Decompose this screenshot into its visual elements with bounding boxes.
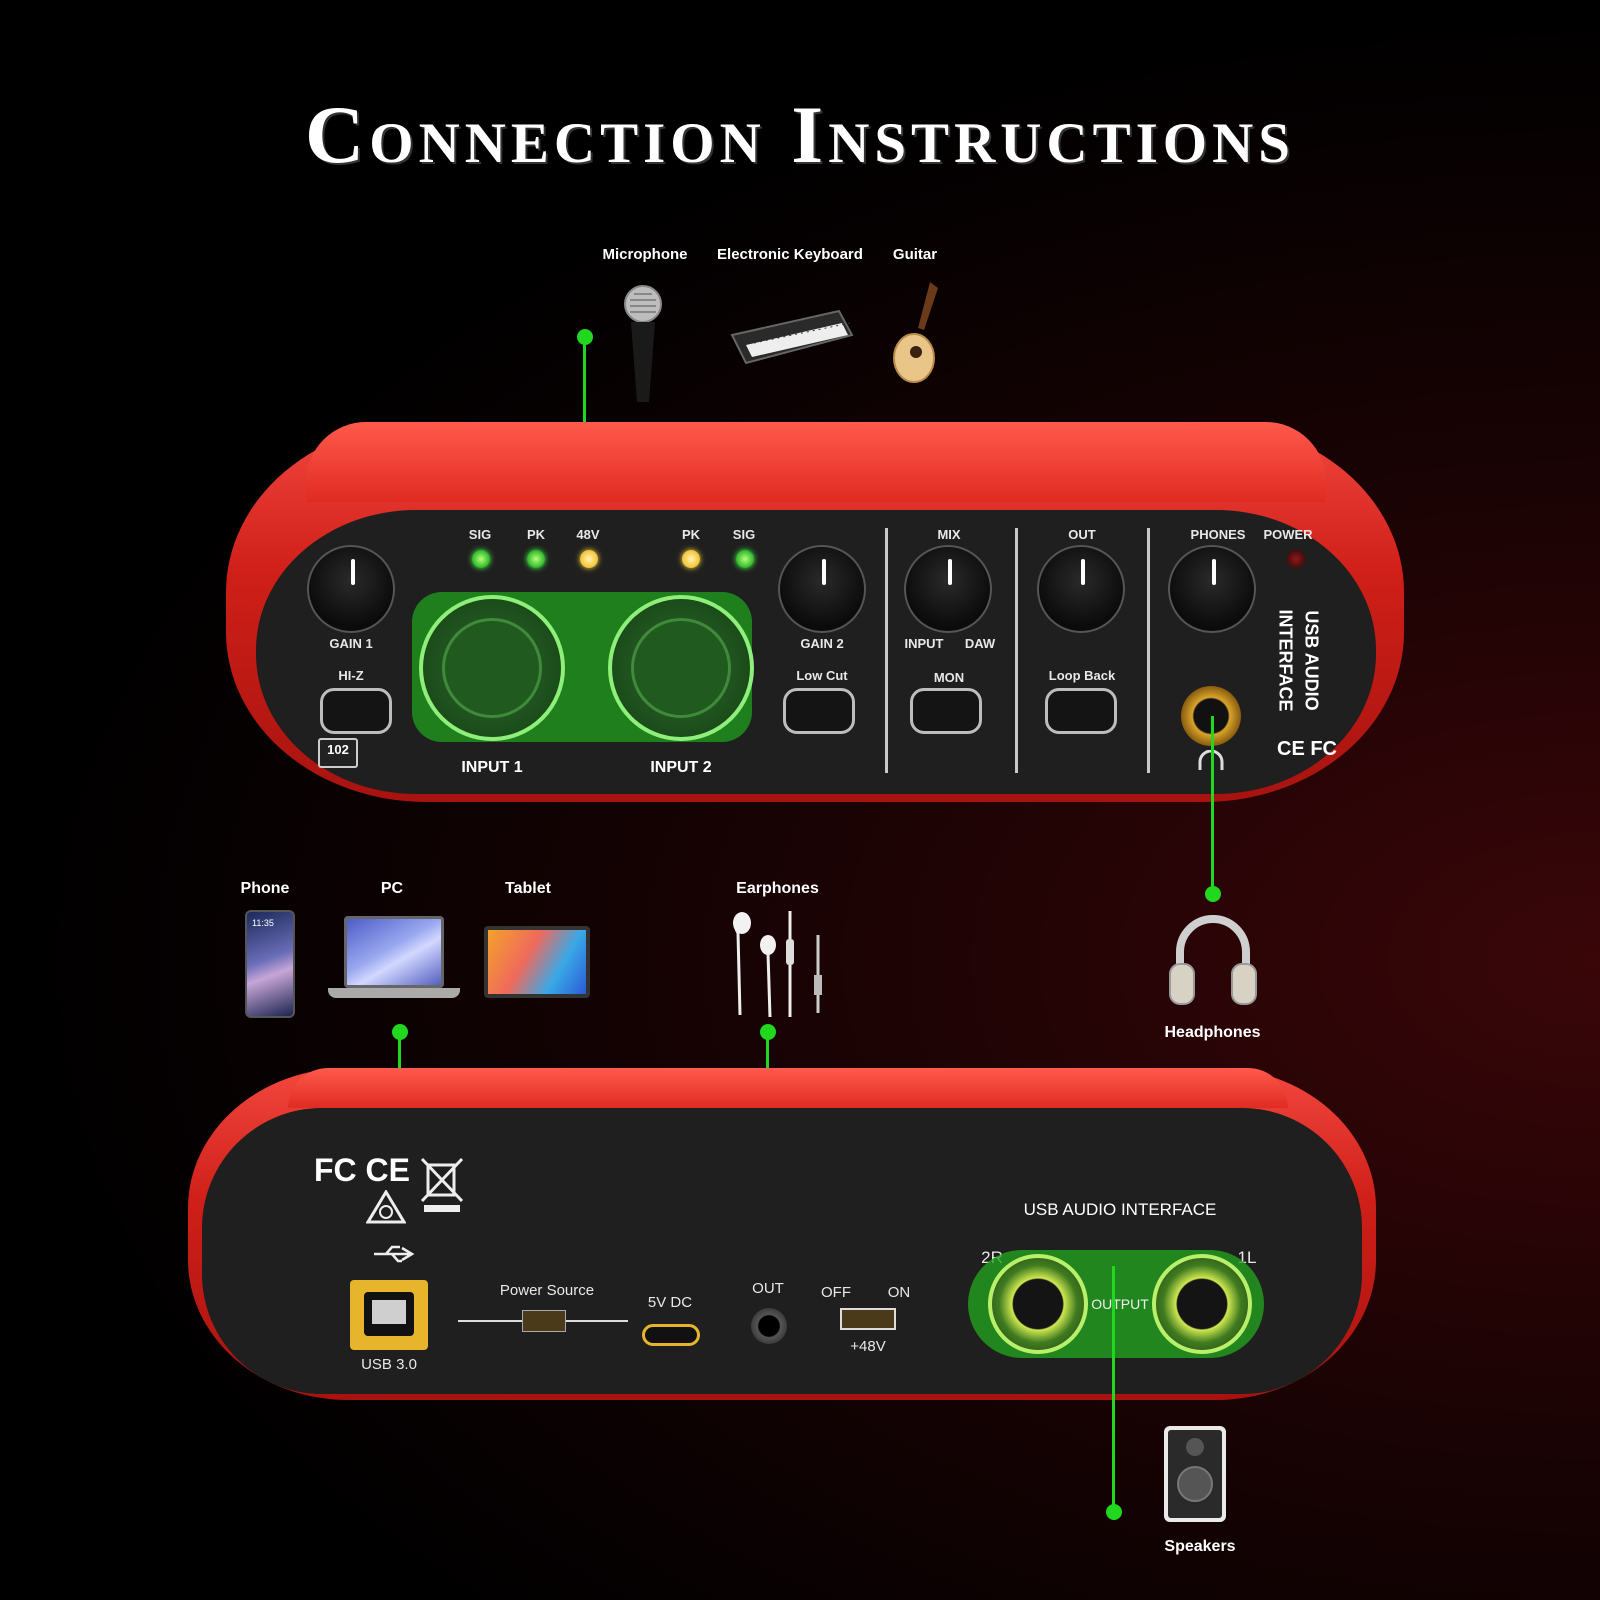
out-knob[interactable]	[1037, 545, 1125, 633]
speakers-connector-dot	[1106, 1504, 1122, 1520]
output-2r-jack[interactable]	[988, 1254, 1088, 1354]
headphones-label: Headphones	[1164, 1024, 1261, 1041]
input1-label: INPUT 1	[461, 759, 523, 776]
panel-divider-2	[1015, 528, 1018, 773]
usb-port-pins	[372, 1300, 406, 1324]
phone-icon: 11:35	[245, 910, 295, 1018]
panel-divider-1	[885, 528, 888, 773]
on-label: ON	[887, 1284, 911, 1301]
model-number: 102	[327, 742, 349, 757]
rear-out-label: OUT	[752, 1280, 784, 1297]
pk-left-led	[527, 550, 545, 568]
mix-knob[interactable]	[904, 545, 992, 633]
phones-connector-dot	[1205, 886, 1221, 902]
pk-right-label: PK	[681, 527, 701, 542]
power-source-label: Power Source	[499, 1282, 595, 1299]
front-top-surface	[306, 422, 1326, 502]
pc-base	[328, 988, 460, 998]
low-cut-label: Low Cut	[796, 668, 848, 683]
page-title: Connection Instructions	[305, 89, 1295, 180]
low-cut-button[interactable]	[783, 688, 855, 734]
phone-label: Phone	[240, 880, 290, 897]
phones-knob[interactable]	[1168, 545, 1256, 633]
mix-daw-label: DAW	[964, 636, 996, 651]
output-label: OUTPUT	[1091, 1296, 1149, 1312]
usb-port[interactable]	[350, 1280, 428, 1350]
hiz-button[interactable]	[320, 688, 392, 734]
input2-jack-center	[631, 618, 731, 718]
pk-left-label: PK	[526, 527, 546, 542]
brand-vertical: USB AUDIO INTERFACE	[1276, 598, 1339, 726]
recycle-icon	[366, 1190, 406, 1224]
input2-label: INPUT 2	[650, 759, 712, 776]
brand-line2: INTERFACE	[1275, 609, 1296, 712]
gain2-label: GAIN 2	[800, 636, 844, 651]
gain2-knob[interactable]	[778, 545, 866, 633]
phones-label: PHONES	[1190, 527, 1246, 542]
microphone-label: Microphone	[602, 246, 688, 263]
weee-bin-icon	[420, 1157, 464, 1212]
pc-label: PC	[380, 880, 404, 897]
loop-back-label: Loop Back	[1048, 668, 1116, 683]
dc-label: 5V DC	[647, 1294, 693, 1311]
guitar-icon	[893, 282, 938, 383]
speakers-connector-line	[1112, 1266, 1115, 1508]
input1-jack-center	[442, 618, 542, 718]
sig-right-led	[736, 550, 754, 568]
usb-label: USB 3.0	[361, 1356, 417, 1373]
rear-out-jack[interactable]	[751, 1308, 787, 1344]
speaker-tweeter	[1186, 1438, 1204, 1456]
gain1-knob[interactable]	[307, 545, 395, 633]
loop-back-button[interactable]	[1045, 688, 1117, 734]
rear-brand-label: USB AUDIO INTERFACE	[1023, 1200, 1217, 1219]
pc-icon	[344, 916, 444, 988]
tablet-label: Tablet	[505, 880, 551, 897]
speakers-label: Speakers	[1164, 1538, 1236, 1555]
input1-jack[interactable]	[419, 595, 565, 741]
output-1l-jack[interactable]	[1152, 1254, 1252, 1354]
sig-right-label: SIG	[732, 527, 756, 542]
phones-connector-line	[1211, 716, 1214, 892]
microphone-icon	[624, 285, 662, 402]
gain1-label: GAIN 1	[329, 636, 373, 651]
guitar-label: Guitar	[892, 246, 938, 263]
out-label: OUT	[1068, 527, 1096, 542]
rear-phantom-label: +48V	[850, 1338, 886, 1355]
speaker-woofer	[1177, 1466, 1213, 1502]
earphones-icon	[733, 911, 822, 1018]
sig-left-label: SIG	[468, 527, 492, 542]
keyboard-icon	[730, 309, 854, 365]
power-source-switch[interactable]	[522, 1310, 566, 1332]
sig-left-led	[472, 550, 490, 568]
off-label: OFF	[821, 1284, 851, 1301]
mon-label: MON	[933, 670, 965, 685]
mon-button[interactable]	[910, 688, 982, 734]
usb-symbol-icon	[374, 1245, 415, 1263]
brand-line1: USB AUDIO	[1301, 610, 1322, 711]
tablet-icon	[484, 926, 590, 998]
panel-divider-3	[1147, 528, 1150, 773]
speaker-body	[1168, 1430, 1222, 1518]
speakers-icon	[1164, 1426, 1226, 1522]
input2-jack[interactable]	[608, 595, 754, 741]
phone-time: 11:35	[252, 918, 274, 928]
model-badge: 102	[318, 738, 358, 768]
power-label: POWER	[1263, 527, 1313, 542]
rear-cert-marks: FC CE	[314, 1152, 410, 1188]
power-led	[1287, 550, 1305, 568]
usb-c-port[interactable]	[642, 1324, 700, 1346]
mix-label: MIX	[937, 527, 961, 542]
keyboard-label: Electronic Keyboard	[717, 246, 863, 263]
phantom-label: 48V	[576, 527, 600, 542]
earphones-label: Earphones	[736, 880, 819, 897]
front-cert-marks: CE FC	[1277, 738, 1337, 760]
phantom-switch[interactable]	[840, 1308, 896, 1330]
pk-right-led	[682, 550, 700, 568]
rear-top-surface	[288, 1068, 1288, 1108]
mix-input-label: INPUT	[904, 636, 944, 651]
hiz-label: HI-Z	[338, 668, 364, 683]
headphones-icon	[1169, 915, 1257, 1005]
phantom-led	[580, 550, 598, 568]
